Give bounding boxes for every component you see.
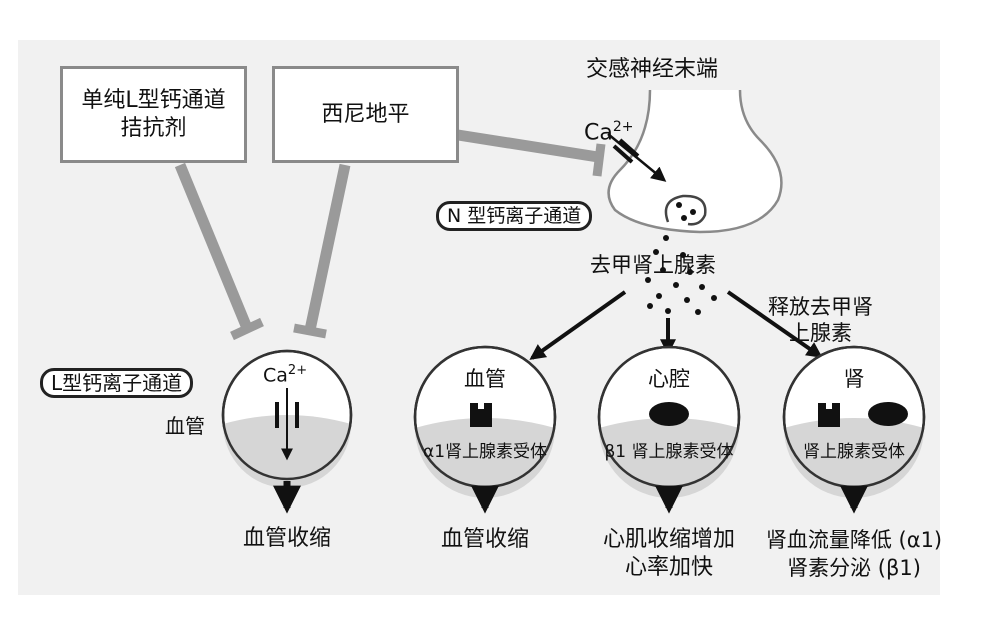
l-channel-marker	[275, 402, 299, 428]
target-kidney-effect-line-2: 肾素分泌 (β1)	[787, 556, 921, 580]
l-blocker-to-l-channel-line	[174, 162, 253, 331]
n-channel-label: N 型钙离子通道	[436, 201, 593, 231]
cilnidipine-tbar	[293, 323, 327, 339]
norepinephrine-dots	[645, 202, 717, 315]
cilnidipine-box: 西尼地平	[272, 66, 459, 163]
target-vessel-receptor: α1肾上腺素受体	[422, 442, 548, 462]
target-heart-effect-line-2: 心率加快	[624, 555, 713, 580]
nerve-ca-ion: Ca	[584, 120, 613, 146]
release-line-2: 上腺素	[789, 321, 852, 345]
target-kidney-receptor: 肾上腺素受体	[803, 442, 905, 462]
release-line-1: 释放去甲肾	[768, 295, 873, 319]
target-kidney-effect: 肾血流量降低 (α1) 肾素分泌 (β1)	[746, 526, 962, 582]
cilnidipine-to-n-channel-line	[457, 129, 599, 163]
target-heart-receptor: β1 肾上腺素受体	[604, 442, 734, 462]
effect-arrows	[273, 481, 868, 514]
release-label: 释放去甲肾 上腺素	[768, 294, 873, 346]
beta-receptor-shape	[649, 402, 689, 426]
kidney-beta-receptor-shape	[868, 402, 908, 426]
nerve-terminal-title: 交感神经末端	[586, 57, 719, 82]
left-ca-label: Ca2+	[263, 358, 307, 388]
ca-influx-arrow	[607, 133, 667, 182]
target-heart-effect-line-1: 心肌收缩增加	[602, 527, 735, 552]
left-vessel-effect: 血管收缩	[242, 526, 331, 551]
target-heart-effect: 心肌收缩增加 心率加快	[574, 526, 764, 582]
target-vessel-title: 血管	[464, 367, 506, 391]
alpha-receptor-shape	[470, 403, 492, 427]
nerve-terminal-outline	[607, 89, 783, 234]
l-blocker-box: 单纯L型钙通道 拮抗剂	[60, 66, 247, 163]
l-blocker-tbar	[230, 317, 264, 341]
target-kidney-effect-line-1: 肾血流量降低 (α1)	[765, 528, 943, 552]
left-vessel-side-label: 血管	[165, 414, 205, 438]
target-cell-kidney	[782, 345, 926, 498]
cilnidipine-to-l-channel-line	[304, 163, 351, 332]
left-ca-charge: 2+	[287, 363, 308, 378]
nerve-ca-charge: 2+	[612, 119, 634, 135]
vesicle	[664, 194, 707, 226]
cilnidipine-n-tbar	[592, 143, 606, 177]
l-blocker-line-2: 拮抗剂	[120, 115, 187, 141]
l-blocker-line-1: 单纯L型钙通道	[81, 87, 226, 113]
cilnidipine-label: 西尼地平	[321, 101, 410, 127]
target-vessel-effect-line-1: 血管收缩	[440, 527, 529, 552]
l-channel-label: L型钙离子通道	[40, 368, 194, 398]
inhibition-lines	[174, 129, 606, 341]
nerve-ca-label: Ca2+	[584, 114, 633, 146]
target-kidney-title: 肾	[843, 367, 865, 391]
left-ca-ion: Ca	[263, 364, 288, 387]
target-heart-title: 心腔	[648, 367, 690, 391]
norepinephrine-label: 去甲肾上腺素	[590, 253, 716, 277]
kidney-alpha-receptor-shape	[818, 403, 840, 427]
target-vessel-effect: 血管收缩	[395, 526, 575, 554]
n-channel-marker	[612, 138, 640, 164]
